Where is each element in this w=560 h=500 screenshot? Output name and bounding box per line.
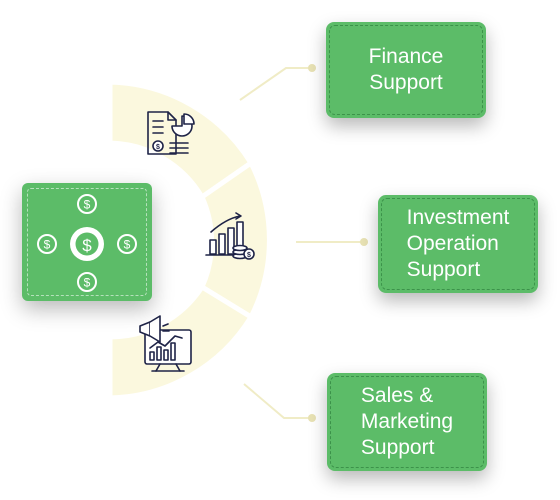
hub-right-dollar: $ bbox=[124, 238, 131, 252]
marketing-monitor-icon bbox=[139, 315, 192, 372]
connector-sales bbox=[243, 383, 310, 419]
investment-operation-support-card: Investment Operation Support bbox=[378, 195, 538, 293]
investment-operation-support-label: Investment Operation Support bbox=[406, 206, 510, 281]
growth-chart-coins-icon bbox=[205, 212, 255, 260]
connector-finance bbox=[239, 67, 310, 101]
financial-report-icon bbox=[147, 111, 195, 155]
money-hub-box: $ $ $ $ $ bbox=[22, 183, 152, 301]
hub-bottom-dollar: $ bbox=[84, 276, 91, 290]
coin-dollar-sign: $ bbox=[247, 252, 251, 259]
finance-support-card: Finance Support bbox=[326, 22, 486, 118]
connector-dot-investment bbox=[360, 238, 368, 246]
hub-center-dollar: $ bbox=[82, 236, 92, 255]
finance-support-label: Finance Support bbox=[368, 45, 444, 94]
hub-top-dollar: $ bbox=[84, 198, 91, 212]
sales-marketing-support-label: Sales & Marketing Support bbox=[360, 384, 454, 459]
connector-dot-finance bbox=[308, 64, 316, 72]
hub-left-dollar: $ bbox=[44, 238, 51, 252]
hub-dashed-border bbox=[27, 188, 147, 296]
report-dollar-sign: $ bbox=[156, 144, 160, 151]
money-circulation-icon: $ $ $ $ $ bbox=[37, 194, 137, 292]
sales-marketing-support-card: Sales & Marketing Support bbox=[327, 373, 487, 471]
connector-dot-sales bbox=[308, 414, 316, 422]
